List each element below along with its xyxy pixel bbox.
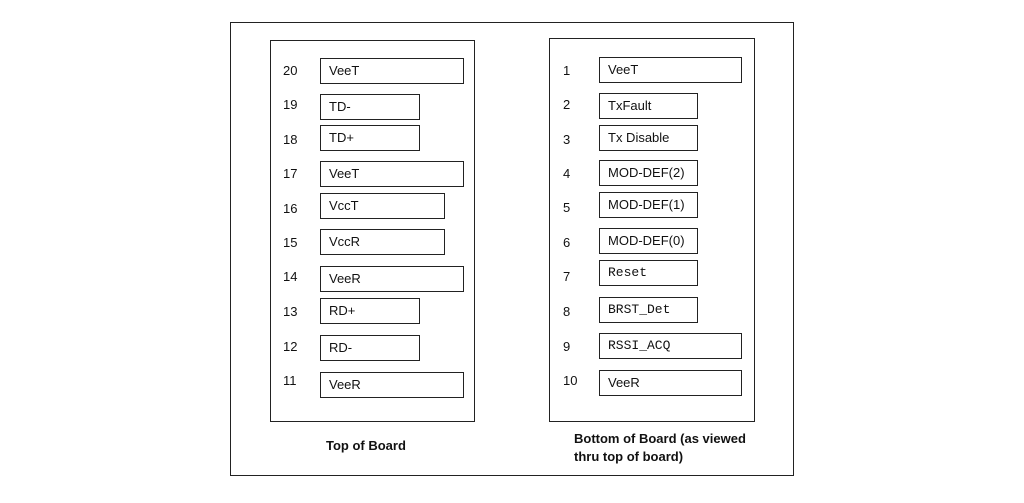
pin-number: 14	[283, 269, 298, 284]
pin-number: 9	[563, 339, 571, 354]
pin-label-box: RSSI_ACQ	[599, 333, 742, 359]
pin-label-box: VeeT	[320, 58, 464, 84]
pin-label-box: MOD-DEF(1)	[599, 192, 698, 218]
pin-label-box: MOD-DEF(0)	[599, 228, 698, 254]
pin-label-box: VccT	[320, 193, 445, 219]
pin-label-box: TxFault	[599, 93, 698, 119]
pin-number: 13	[283, 304, 298, 319]
pin-label-box: Tx Disable	[599, 125, 698, 151]
pin-number: 10	[563, 373, 578, 388]
pin-number: 19	[283, 97, 298, 112]
pin-label-box: RD+	[320, 298, 420, 324]
pin-label-box: TD+	[320, 125, 420, 151]
pin-label-box: TD-	[320, 94, 420, 120]
pin-number: 15	[283, 235, 298, 250]
pin-number: 7	[563, 269, 571, 284]
pin-label-box: RD-	[320, 335, 420, 361]
pin-number: 12	[283, 339, 298, 354]
pin-label-box: VccR	[320, 229, 445, 255]
pin-label-box: VeeT	[599, 57, 742, 83]
bottom-board-caption-line2: thru top of board)	[574, 449, 684, 464]
pin-number: 5	[563, 200, 571, 215]
top-board-caption: Top of Board	[326, 438, 406, 453]
pin-number: 1	[563, 63, 571, 78]
pin-number: 4	[563, 166, 571, 181]
bottom-board-caption-line1: Bottom of Board (as viewed	[574, 431, 746, 446]
pin-label-box: VeeR	[320, 372, 464, 398]
pin-label-box: VeeR	[320, 266, 464, 292]
pin-number: 17	[283, 166, 298, 181]
pin-label-box: BRST_Det	[599, 297, 698, 323]
pin-number: 16	[283, 201, 298, 216]
pin-number: 3	[563, 132, 571, 147]
pin-label-box: VeeT	[320, 161, 464, 187]
pin-number: 6	[563, 235, 571, 250]
pin-number: 2	[563, 97, 571, 112]
pin-number: 20	[283, 63, 298, 78]
pin-label-box: VeeR	[599, 370, 742, 396]
bottom-board-caption: Bottom of Board (as viewed thru top of b…	[574, 430, 774, 466]
pin-number: 8	[563, 304, 571, 319]
pin-label-box: MOD-DEF(2)	[599, 160, 698, 186]
pin-number: 11	[283, 373, 297, 388]
pin-number: 18	[283, 132, 298, 147]
pin-label-box: Reset	[599, 260, 698, 286]
diagram-frame	[230, 22, 794, 476]
